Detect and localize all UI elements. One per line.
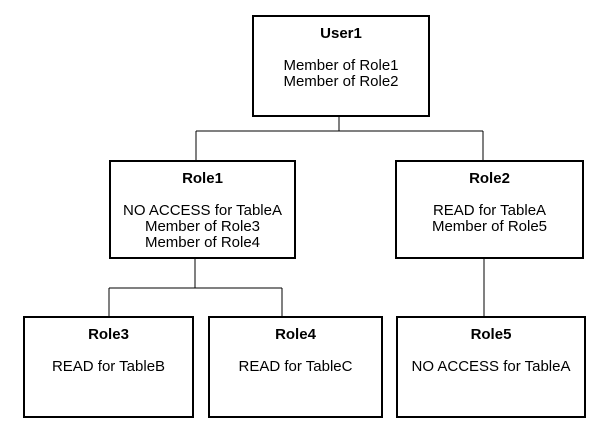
node-role1-line: Member of Role3 <box>144 218 261 235</box>
node-role5: Role5 NO ACCESS for TableA <box>396 316 586 418</box>
node-role4: Role4 READ for TableC <box>208 316 383 418</box>
node-user1: User1 Member of Role1 Member of Role2 <box>252 15 430 117</box>
node-role1-line: NO ACCESS for TableA <box>123 202 282 219</box>
node-role1-body: NO ACCESS for TableA Member of Role3 Mem… <box>111 203 294 251</box>
node-user1-body: Member of Role1 Member of Role2 <box>254 58 428 90</box>
node-role2-line: READ for TableA <box>432 202 547 219</box>
node-role5-line: NO ACCESS for TableA <box>411 358 571 375</box>
node-role5-title: Role5 <box>470 326 512 343</box>
node-user1-line: Member of Role1 <box>283 57 399 74</box>
node-role2-line: Member of Role5 <box>431 218 548 235</box>
node-role1-title: Role1 <box>182 170 223 187</box>
node-role1-line: Member of Role4 <box>144 234 261 251</box>
node-role4-line: READ for TableC <box>238 358 353 375</box>
node-role3-line: READ for TableB <box>51 358 166 375</box>
node-role4-body: READ for TableC <box>210 359 381 375</box>
node-role5-body: NO ACCESS for TableA <box>398 359 584 375</box>
node-role2: Role2 READ for TableA Member of Role5 <box>395 160 584 259</box>
node-user1-title: User1 <box>320 25 362 42</box>
node-role3-body: READ for TableB <box>25 359 192 375</box>
node-user1-line: Member of Role2 <box>283 73 399 90</box>
node-role1: Role1 NO ACCESS for TableA Member of Rol… <box>109 160 296 259</box>
node-role3-title: Role3 <box>88 326 129 343</box>
node-role2-title: Role2 <box>469 170 510 187</box>
node-role2-body: READ for TableA Member of Role5 <box>397 203 582 235</box>
node-role4-title: Role4 <box>275 326 316 343</box>
node-role3: Role3 READ for TableB <box>23 316 194 418</box>
